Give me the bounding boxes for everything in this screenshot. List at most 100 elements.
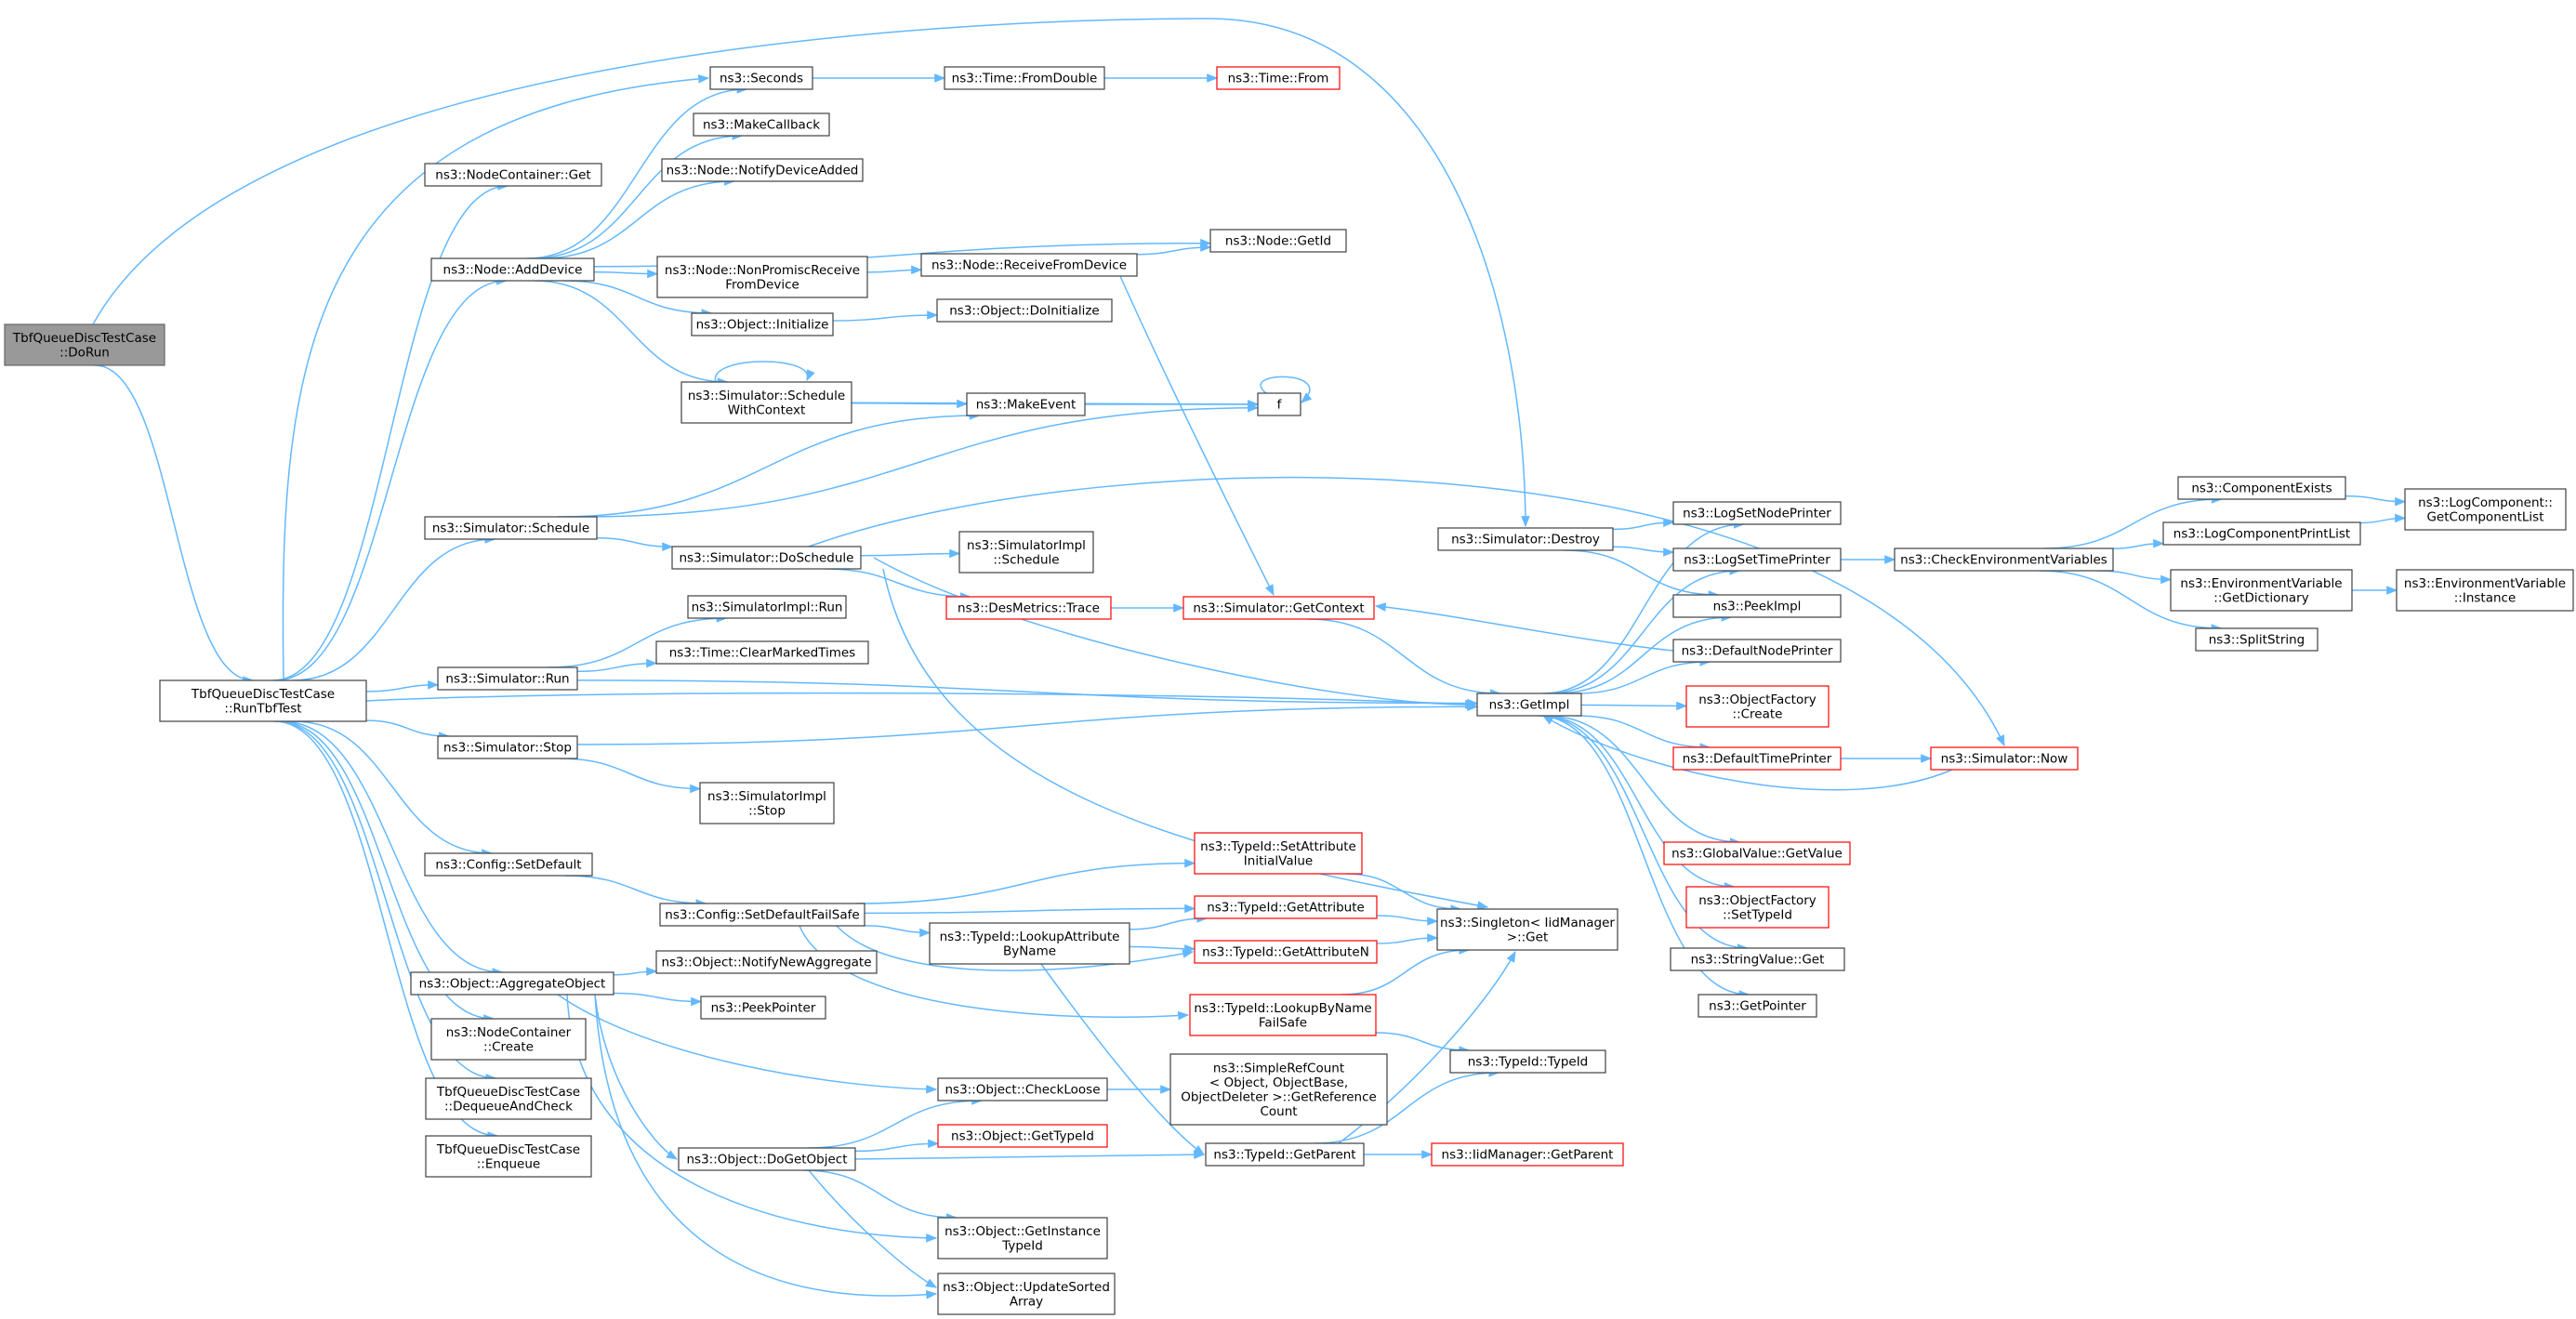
node-simNow[interactable]: ns3::Simulator::Now	[1930, 746, 2079, 771]
node-nodeContainerGet[interactable]: ns3::NodeContainer::Get	[424, 163, 602, 187]
node-timeFromDouble[interactable]: ns3::Time::FromDouble	[944, 66, 1105, 90]
node-box[interactable]	[2162, 521, 2361, 546]
node-globalValueGetValue[interactable]: ns3::GlobalValue::GetValue	[1663, 841, 1851, 865]
node-box[interactable]	[655, 950, 878, 974]
node-getImpl[interactable]: ns3::GetImpl	[1476, 692, 1582, 717]
node-box[interactable]	[1663, 841, 1851, 865]
node-simDestroy[interactable]: ns3::Simulator::Destroy	[1437, 527, 1614, 551]
node-box[interactable]	[424, 852, 593, 877]
node-box[interactable]	[678, 1147, 856, 1171]
node-box[interactable]	[1194, 895, 1378, 919]
node-simImplSchedule[interactable]: ns3::SimulatorImpl::Schedule	[958, 531, 1094, 574]
node-configSetDefault[interactable]: ns3::Config::SetDefault	[424, 852, 593, 877]
node-box[interactable]	[1672, 746, 1842, 771]
node-box[interactable]	[693, 112, 830, 137]
node-box[interactable]	[2170, 569, 2353, 612]
node-simImplRun[interactable]: ns3::SimulatorImpl::Run	[687, 595, 847, 619]
node-box[interactable]	[680, 381, 852, 424]
node-box[interactable]	[937, 1124, 1108, 1148]
node-box[interactable]	[1672, 639, 1842, 663]
node-box[interactable]	[159, 679, 367, 722]
node-singletonGet[interactable]: ns3::Singleton< IidManager>::Get	[1436, 908, 1618, 951]
node-simRun[interactable]: ns3::Simulator::Run	[437, 666, 578, 691]
node-box[interactable]	[659, 903, 865, 927]
node-box[interactable]	[430, 1018, 587, 1061]
node-box[interactable]	[671, 546, 862, 570]
node-box[interactable]	[437, 735, 578, 759]
node-defaultTimePrinter[interactable]: ns3::DefaultTimePrinter	[1672, 746, 1842, 771]
node-objectInitialize[interactable]: ns3::Object::Initialize	[691, 312, 834, 336]
node-stringValueGet[interactable]: ns3::StringValue::Get	[1670, 947, 1845, 971]
node-box[interactable]	[936, 298, 1113, 323]
node-objectFactorySetTypeId[interactable]: ns3::ObjectFactory::SetTypeId	[1685, 886, 1830, 929]
node-box[interactable]	[2396, 569, 2574, 612]
node-box[interactable]	[1431, 1142, 1624, 1167]
node-makeEvent[interactable]: ns3::MakeEvent	[966, 392, 1086, 416]
node-makeCallback[interactable]: ns3::MakeCallback	[693, 112, 830, 137]
node-box[interactable]	[687, 595, 847, 619]
node-box[interactable]	[424, 516, 598, 540]
node-box[interactable]	[2404, 488, 2567, 531]
node-box[interactable]	[1476, 692, 1582, 717]
node-simGetContext[interactable]: ns3::Simulator::GetContext	[1182, 596, 1375, 620]
node-box[interactable]	[656, 256, 868, 298]
node-box[interactable]	[1930, 746, 2079, 771]
node-box[interactable]	[1257, 392, 1301, 416]
node-objectGetTypeId[interactable]: ns3::Object::GetTypeId	[937, 1124, 1108, 1148]
node-runTbfTest[interactable]: TbfQueueDiscTestCase::RunTbfTest	[159, 679, 367, 722]
node-timeFrom[interactable]: ns3::Time::From	[1216, 66, 1341, 90]
node-envVarInstance[interactable]: ns3::EnvironmentVariable::Instance	[2396, 569, 2574, 612]
node-box[interactable]	[699, 782, 835, 824]
node-splitString[interactable]: ns3::SplitString	[2195, 627, 2318, 652]
node-box[interactable]	[430, 257, 595, 282]
node-box[interactable]	[1449, 1049, 1606, 1074]
node-desMetricsTrace[interactable]: ns3::DesMetrics::Trace	[945, 596, 1112, 620]
node-enqueue[interactable]: TbfQueueDiscTestCase::Enqueue	[425, 1135, 592, 1178]
node-box[interactable]	[2177, 476, 2346, 500]
node-box[interactable]	[920, 253, 1138, 277]
node-simDoSchedule[interactable]: ns3::Simulator::DoSchedule	[671, 546, 862, 570]
node-peekPointer[interactable]: ns3::PeekPointer	[700, 996, 826, 1020]
node-box[interactable]	[1437, 527, 1614, 551]
node-box[interactable]	[1436, 908, 1618, 951]
node-logComponentPrintList[interactable]: ns3::LogComponentPrintList	[2162, 521, 2361, 546]
node-box[interactable]	[1194, 940, 1378, 964]
node-getAttributeN[interactable]: ns3::TypeId::GetAttributeN	[1194, 940, 1378, 964]
node-typeIdGetParent[interactable]: ns3::TypeId::GetParent	[1205, 1142, 1365, 1167]
node-box[interactable]	[1672, 501, 1842, 525]
node-simStop[interactable]: ns3::Simulator::Stop	[437, 735, 578, 759]
node-checkEnvVars[interactable]: ns3::CheckEnvironmentVariables	[1894, 547, 2114, 572]
node-box[interactable]	[661, 158, 864, 182]
node-box[interactable]	[1685, 685, 1830, 728]
node-box[interactable]	[424, 163, 602, 187]
node-box[interactable]	[1205, 1142, 1365, 1167]
node-simImplStop[interactable]: ns3::SimulatorImpl::Stop	[699, 782, 835, 824]
node-nodeContainerCreate[interactable]: ns3::NodeContainer::Create	[430, 1018, 587, 1061]
node-typeIdGetAttribute[interactable]: ns3::TypeId::GetAttribute	[1194, 895, 1378, 919]
node-f[interactable]: f	[1257, 392, 1301, 416]
node-notifyDeviceAdded[interactable]: ns3::Node::NotifyDeviceAdded	[661, 158, 864, 182]
node-componentExists[interactable]: ns3::ComponentExists	[2177, 476, 2346, 500]
node-box[interactable]	[709, 66, 813, 90]
node-box[interactable]	[691, 312, 834, 336]
node-checkLoose[interactable]: ns3::Object::CheckLoose	[937, 1077, 1108, 1101]
node-simpleRefCount[interactable]: ns3::SimpleRefCount< Object, ObjectBase,…	[1169, 1053, 1388, 1126]
node-logSetNodePrinter[interactable]: ns3::LogSetNodePrinter	[1672, 501, 1842, 525]
node-setDefaultFailSafe[interactable]: ns3::Config::SetDefaultFailSafe	[659, 903, 865, 927]
node-box[interactable]	[1672, 547, 1842, 572]
node-doGetObject[interactable]: ns3::Object::DoGetObject	[678, 1147, 856, 1171]
node-box[interactable]	[700, 996, 826, 1020]
node-box[interactable]	[1685, 886, 1830, 929]
node-box[interactable]	[937, 1273, 1116, 1315]
node-doInitialize[interactable]: ns3::Object::DoInitialize	[936, 298, 1113, 323]
node-objectFactoryCreate[interactable]: ns3::ObjectFactory::Create	[1685, 685, 1830, 728]
node-box[interactable]	[1189, 994, 1377, 1036]
node-box[interactable]	[410, 971, 614, 996]
node-typeIdTypeId[interactable]: ns3::TypeId::TypeId	[1449, 1049, 1606, 1074]
